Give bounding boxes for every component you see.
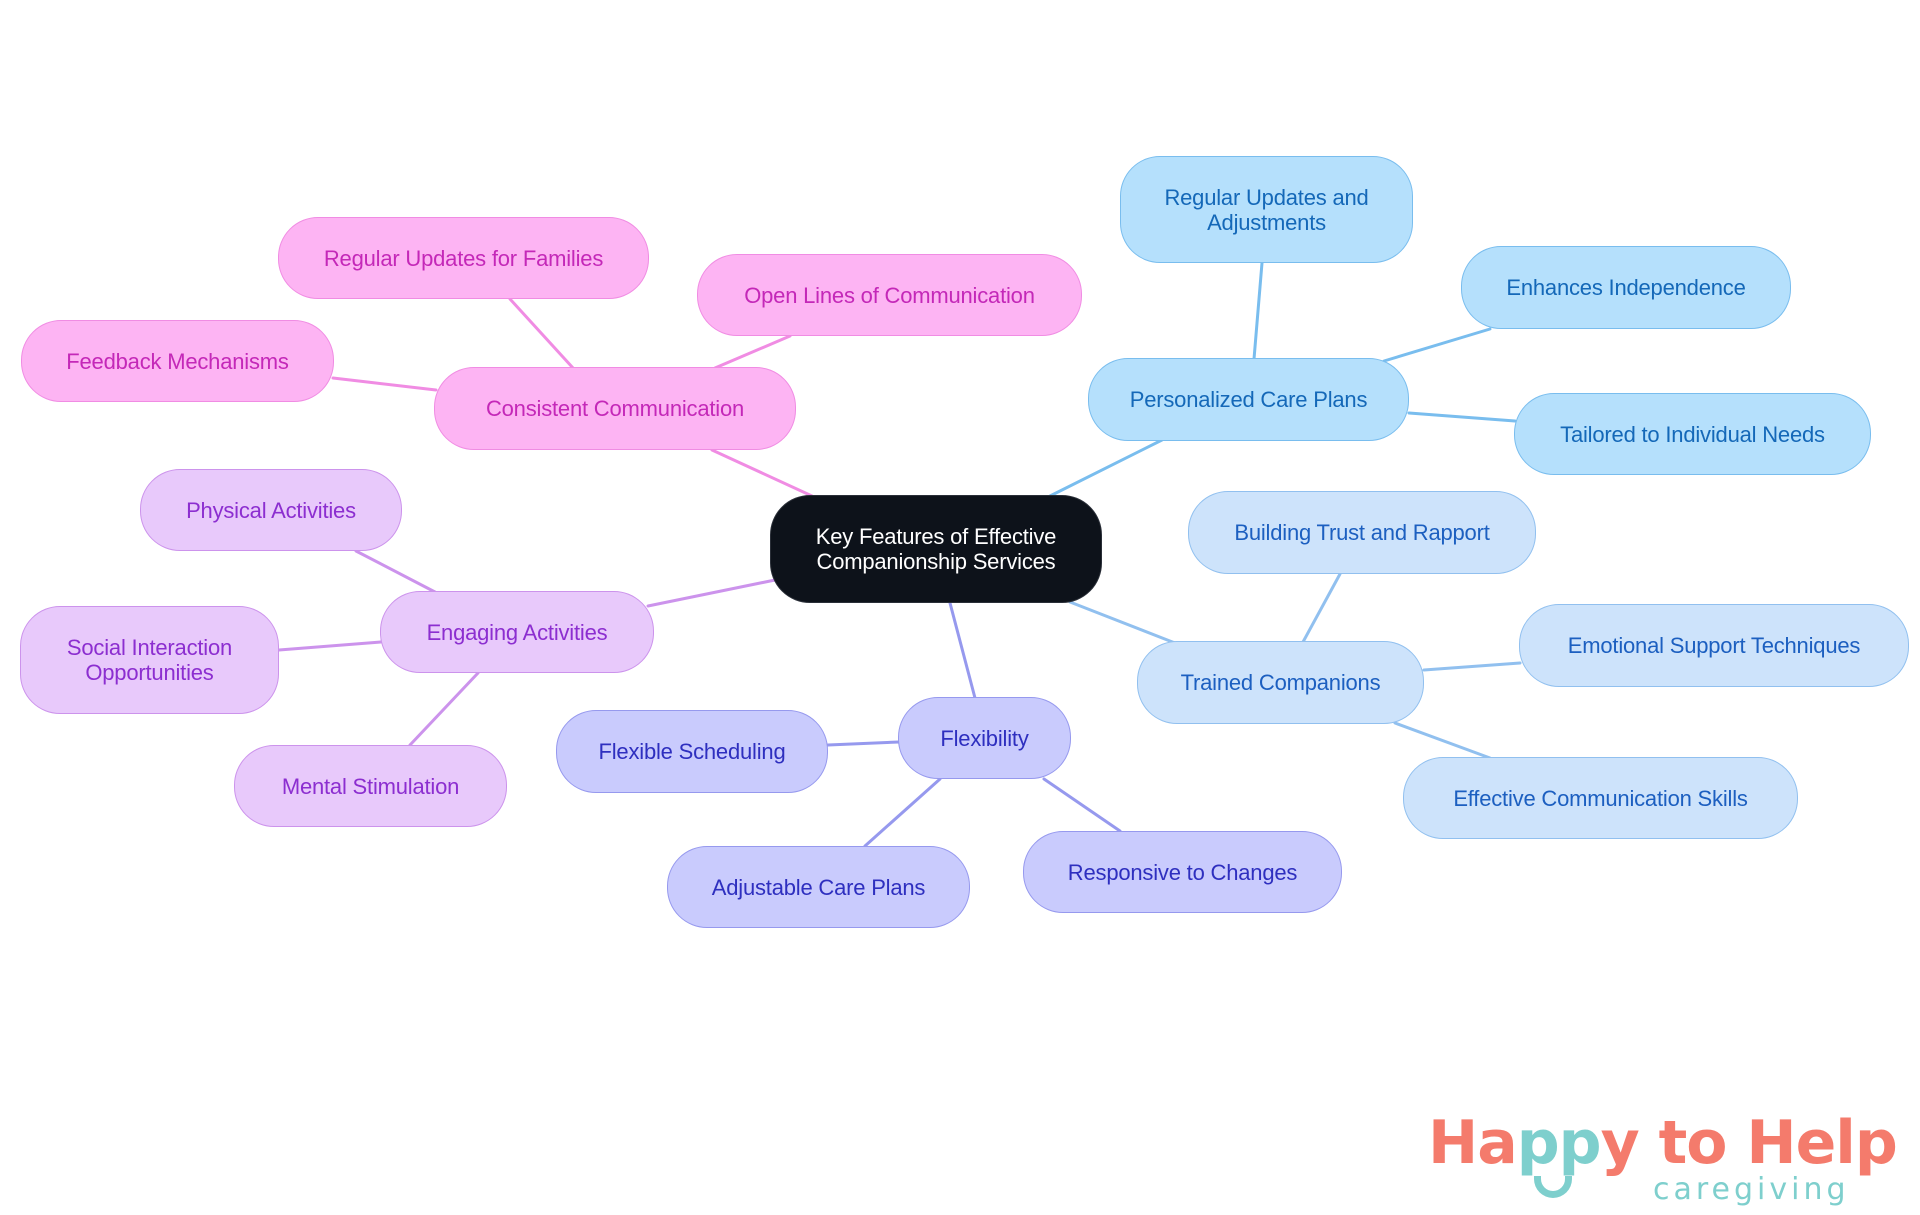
edge-root-flexibility	[948, 601, 977, 700]
logo-text-accent: pp	[1516, 1108, 1602, 1178]
leaf-feedback-mechanisms[interactable]: Feedback Mechanisms	[21, 320, 334, 402]
logo-text-part: y to Help	[1600, 1108, 1898, 1178]
leaf-emotional-support-techniques[interactable]: Emotional Support Techniques	[1519, 604, 1909, 687]
leaf-flexible-scheduling[interactable]: Flexible Scheduling	[556, 710, 828, 793]
branch-flexibility[interactable]: Flexibility	[898, 697, 1071, 779]
node-label: Effective Communication Skills	[1453, 785, 1748, 811]
node-label: Mental Stimulation	[281, 773, 460, 799]
node-label: Consistent Communication	[485, 396, 745, 421]
leaf-physical-activities[interactable]: Physical Activities	[140, 469, 402, 551]
smile-icon	[1534, 1176, 1572, 1198]
branch-personalized-care-plans[interactable]: Personalized Care Plans	[1088, 358, 1409, 441]
logo-wordmark: Happy to Help	[1428, 1108, 1898, 1178]
root-node-label: Key Features of Effective Companionship …	[815, 524, 1057, 574]
leaf-social-interaction-opportunities[interactable]: Social Interaction Opportunities	[20, 606, 279, 714]
node-label: Flexibility	[940, 725, 1029, 751]
leaf-building-trust-and-rapport[interactable]: Building Trust and Rapport	[1188, 491, 1536, 574]
node-label: Feedback Mechanisms	[66, 348, 289, 374]
logo-text-part: Ha	[1428, 1108, 1518, 1178]
leaf-mental-stimulation[interactable]: Mental Stimulation	[234, 745, 507, 827]
leaf-enhances-independence[interactable]: Enhances Independence	[1461, 246, 1791, 329]
branch-engaging-activities[interactable]: Engaging Activities	[380, 591, 654, 673]
leaf-regular-updates-for-families[interactable]: Regular Updates for Families	[278, 217, 649, 299]
node-label: Regular Updates for Families	[323, 245, 604, 271]
company-logo: Happy to Help caregiving	[1428, 1108, 1898, 1213]
leaf-regular-updates-and-adjustments[interactable]: Regular Updates and Adjustments	[1120, 156, 1413, 263]
root-node[interactable]: Key Features of Effective Companionship …	[770, 495, 1102, 603]
branch-trained-companions[interactable]: Trained Companions	[1137, 641, 1424, 724]
node-label: Social Interaction Opportunities	[66, 635, 233, 685]
leaf-open-lines-of-communication[interactable]: Open Lines of Communication	[697, 254, 1082, 336]
leaf-tailored-to-individual-needs[interactable]: Tailored to Individual Needs	[1514, 393, 1871, 475]
node-label: Responsive to Changes	[1067, 859, 1298, 885]
node-label: Emotional Support Techniques	[1567, 633, 1861, 658]
edge-root-consistent-communication	[710, 448, 814, 498]
branch-consistent-communication[interactable]: Consistent Communication	[434, 367, 796, 450]
node-label: Adjustable Care Plans	[711, 874, 926, 900]
node-label: Flexible Scheduling	[598, 739, 786, 764]
node-label: Open Lines of Communication	[744, 282, 1035, 308]
edge-root-trained-companions	[1068, 600, 1177, 645]
node-label: Trained Companions	[1180, 670, 1381, 695]
leaf-responsive-to-changes[interactable]: Responsive to Changes	[1023, 831, 1342, 913]
node-label: Physical Activities	[186, 497, 356, 523]
node-label: Tailored to Individual Needs	[1560, 421, 1825, 447]
leaf-adjustable-care-plans[interactable]: Adjustable Care Plans	[667, 846, 970, 928]
edge-root-engaging-activities	[646, 578, 777, 608]
node-label: Building Trust and Rapport	[1234, 520, 1490, 545]
edge-root-personalized-care-plans	[1048, 438, 1164, 498]
leaf-effective-communication-skills[interactable]: Effective Communication Skills	[1403, 757, 1798, 839]
logo-subtitle: caregiving	[1653, 1172, 1850, 1207]
node-label: Engaging Activities	[426, 619, 608, 645]
node-label: Personalized Care Plans	[1129, 387, 1368, 412]
node-label: Regular Updates and Adjustments	[1164, 184, 1369, 235]
node-label: Enhances Independence	[1506, 275, 1746, 300]
